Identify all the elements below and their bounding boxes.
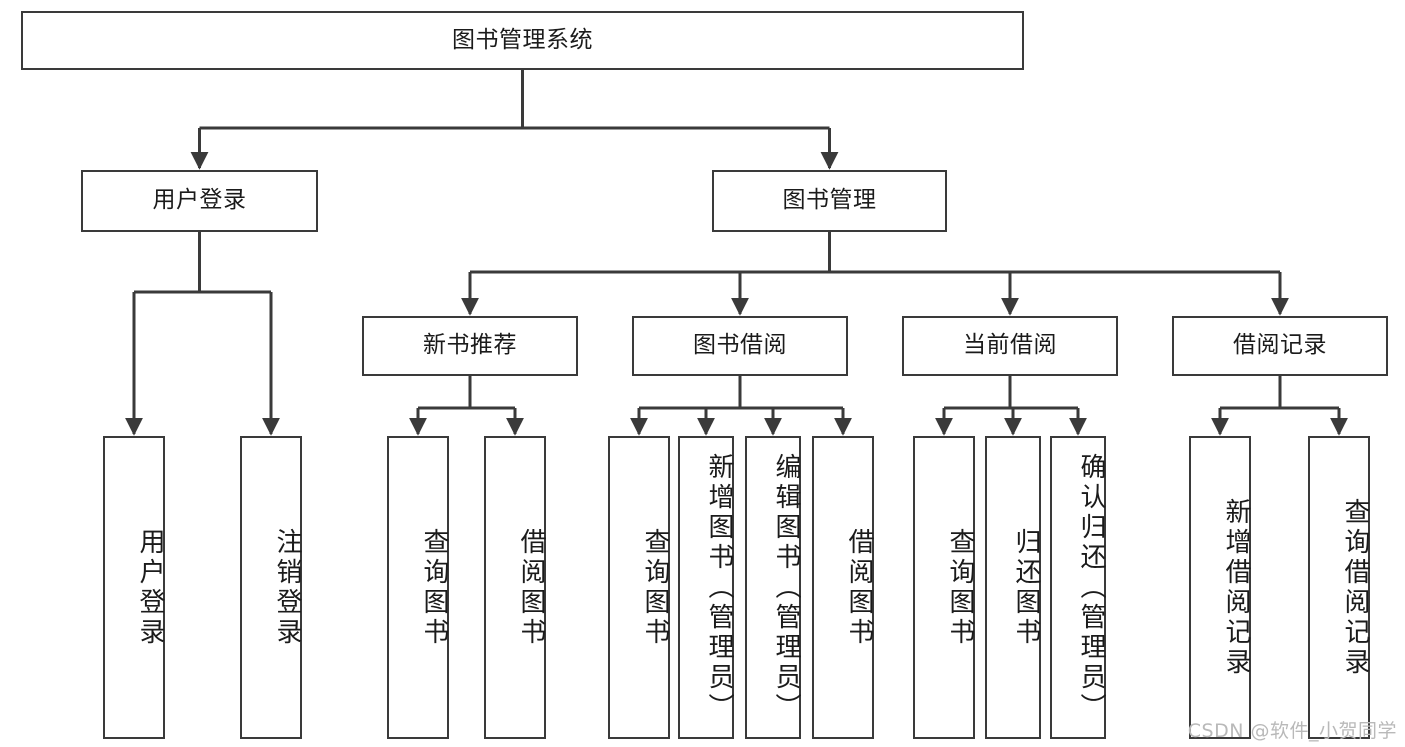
node-leaf-borrow-book-2-label: 借阅图书 bbox=[844, 527, 874, 648]
node-leaf-logout-label: 注销登录 bbox=[272, 527, 302, 648]
node-leaf-query-record[interactable]: 查询借阅记录 bbox=[1308, 436, 1370, 739]
node-leaf-query-record-label: 查询借阅记录 bbox=[1340, 497, 1370, 678]
node-user-login[interactable]: 用户登录 bbox=[81, 170, 318, 232]
node-book-manage[interactable]: 图书管理 bbox=[712, 170, 947, 232]
node-book-manage-label: 图书管理 bbox=[782, 187, 877, 214]
node-leaf-borrow-book-1[interactable]: 借阅图书 bbox=[484, 436, 546, 739]
node-leaf-add-book-label: 新增图书（管理员） bbox=[704, 452, 734, 723]
node-book-borrow[interactable]: 图书借阅 bbox=[632, 316, 848, 376]
node-root[interactable]: 图书管理系统 bbox=[21, 11, 1024, 70]
node-new-book-rec[interactable]: 新书推荐 bbox=[362, 316, 578, 376]
node-leaf-query-book-2[interactable]: 查询图书 bbox=[608, 436, 670, 739]
node-leaf-logout[interactable]: 注销登录 bbox=[240, 436, 302, 739]
node-leaf-add-book[interactable]: 新增图书（管理员） bbox=[678, 436, 734, 739]
node-current-borrow[interactable]: 当前借阅 bbox=[902, 316, 1118, 376]
node-leaf-edit-book[interactable]: 编辑图书（管理员） bbox=[745, 436, 801, 739]
node-borrow-record[interactable]: 借阅记录 bbox=[1172, 316, 1388, 376]
node-book-borrow-label: 图书借阅 bbox=[693, 332, 787, 359]
node-root-label: 图书管理系统 bbox=[452, 26, 593, 53]
watermark: CSDN @软件_小贺同学 bbox=[1187, 720, 1397, 742]
node-leaf-user-login-label: 用户登录 bbox=[135, 527, 165, 648]
node-user-login-label: 用户登录 bbox=[152, 187, 247, 214]
node-leaf-user-login[interactable]: 用户登录 bbox=[103, 436, 165, 739]
node-current-borrow-label: 当前借阅 bbox=[963, 332, 1057, 359]
node-leaf-query-book-1-label: 查询图书 bbox=[419, 527, 449, 648]
node-leaf-edit-book-label: 编辑图书（管理员） bbox=[771, 452, 801, 723]
node-leaf-add-record-label: 新增借阅记录 bbox=[1221, 497, 1251, 678]
node-leaf-confirm-return[interactable]: 确认归还（管理员） bbox=[1050, 436, 1106, 739]
node-leaf-borrow-book-1-label: 借阅图书 bbox=[516, 527, 546, 648]
node-leaf-add-record[interactable]: 新增借阅记录 bbox=[1189, 436, 1251, 739]
node-leaf-query-book-3[interactable]: 查询图书 bbox=[913, 436, 975, 739]
node-leaf-return-book[interactable]: 归还图书 bbox=[985, 436, 1041, 739]
node-leaf-return-book-label: 归还图书 bbox=[1011, 527, 1041, 648]
node-leaf-query-book-3-label: 查询图书 bbox=[945, 527, 975, 648]
node-leaf-confirm-return-label: 确认归还（管理员） bbox=[1076, 452, 1106, 723]
node-leaf-query-book-2-label: 查询图书 bbox=[640, 527, 670, 648]
node-leaf-borrow-book-2[interactable]: 借阅图书 bbox=[812, 436, 874, 739]
node-borrow-record-label: 借阅记录 bbox=[1233, 332, 1327, 359]
node-leaf-query-book-1[interactable]: 查询图书 bbox=[387, 436, 449, 739]
node-new-book-rec-label: 新书推荐 bbox=[423, 332, 517, 359]
